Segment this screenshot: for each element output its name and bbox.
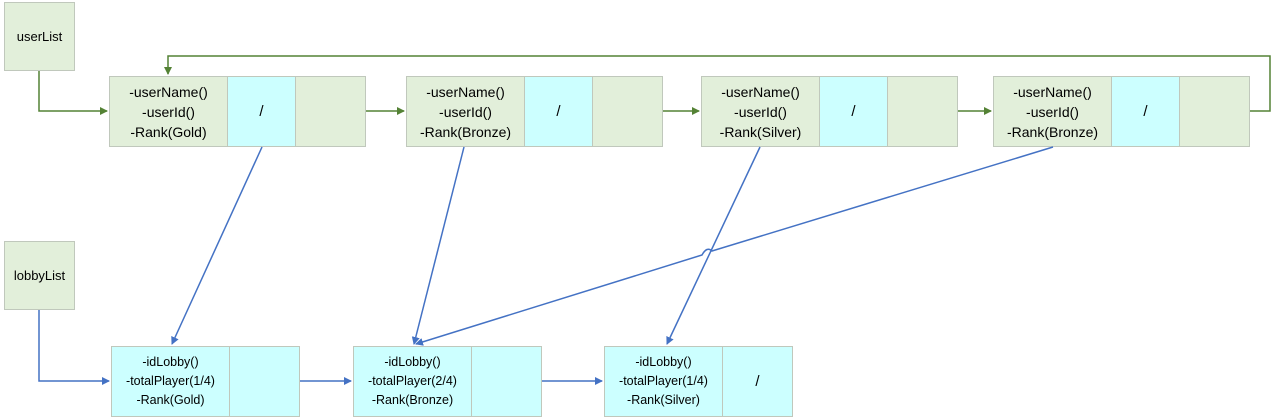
lobby-field: -totalPlayer(1/4) (619, 374, 708, 388)
user-field: -userId() (439, 103, 492, 120)
user-node-data: -userName() -userId() -Rank(Gold) (109, 76, 228, 147)
user-field: -userId() (1026, 103, 1079, 120)
user-field: -userName() (721, 83, 800, 100)
lobby-node-next-pointer (471, 346, 542, 417)
pointer-label: / (755, 373, 760, 390)
lobby-field: -totalPlayer(2/4) (368, 374, 457, 388)
user-lobby-arrow (415, 146, 1054, 346)
userlist-head-label: userList (16, 29, 63, 44)
user-node-lobby-pointer: / (1111, 76, 1180, 147)
pointer-label: / (1143, 103, 1148, 120)
user-field: -userName() (129, 83, 208, 100)
user-node-next-pointer (1179, 76, 1250, 147)
lobby-node-data: -idLobby() -totalPlayer(1/4) -Rank(Gold) (111, 346, 230, 417)
lobby-node-next-pointer (229, 346, 300, 417)
user-lobby-arrow (411, 146, 465, 345)
user-node-data: -userName() -userId() -Rank(Bronze) (993, 76, 1112, 147)
user-field: -Rank(Bronze) (419, 123, 512, 140)
lobby-field: -Rank(Silver) (627, 393, 700, 407)
user-field: -userId() (142, 103, 195, 120)
user-lobby-arrow (171, 146, 263, 345)
user-field: -Rank(Bronze) (1006, 123, 1099, 140)
pointer-label: / (851, 103, 856, 120)
userlist-head: userList (4, 2, 75, 71)
user-node-lobby-pointer: / (819, 76, 888, 147)
user-lobby-arrow (666, 146, 761, 345)
lobby-node-data: -idLobby() -totalPlayer(2/4) -Rank(Bronz… (353, 346, 472, 417)
lobbylist-head-label: lobbyList (13, 268, 66, 283)
user-circular-arrow (164, 55, 1271, 112)
user-node-next-pointer (887, 76, 958, 147)
user-field: -userName() (1013, 83, 1092, 100)
userlist-head-arrow (38, 71, 108, 115)
lobby-field: -idLobby() (384, 355, 441, 369)
user-field: -userId() (734, 103, 787, 120)
lobby-field: -Rank(Bronze) (371, 393, 454, 407)
user-node-next-pointer (295, 76, 366, 147)
lobby-field: -idLobby() (635, 355, 692, 369)
pointer-label: / (556, 103, 561, 120)
user-field: -Rank(Gold) (130, 123, 207, 140)
user-node-next-pointer (592, 76, 663, 147)
lobbylist-head: lobbyList (4, 241, 75, 310)
user-field: -userName() (426, 83, 505, 100)
lobby-field: -Rank(Gold) (136, 393, 205, 407)
lobby-field: -totalPlayer(1/4) (126, 374, 215, 388)
pointer-label: / (259, 103, 264, 120)
user-node-data: -userName() -userId() -Rank(Bronze) (406, 76, 525, 147)
lobby-node-data: -idLobby() -totalPlayer(1/4) -Rank(Silve… (604, 346, 723, 417)
user-field: -Rank(Silver) (719, 123, 802, 140)
lobbylist-head-arrow (38, 310, 110, 385)
user-node-data: -userName() -userId() -Rank(Silver) (701, 76, 820, 147)
lobby-field: -idLobby() (142, 355, 199, 369)
lobby-node-next-pointer: / (722, 346, 793, 417)
user-node-lobby-pointer: / (524, 76, 593, 147)
